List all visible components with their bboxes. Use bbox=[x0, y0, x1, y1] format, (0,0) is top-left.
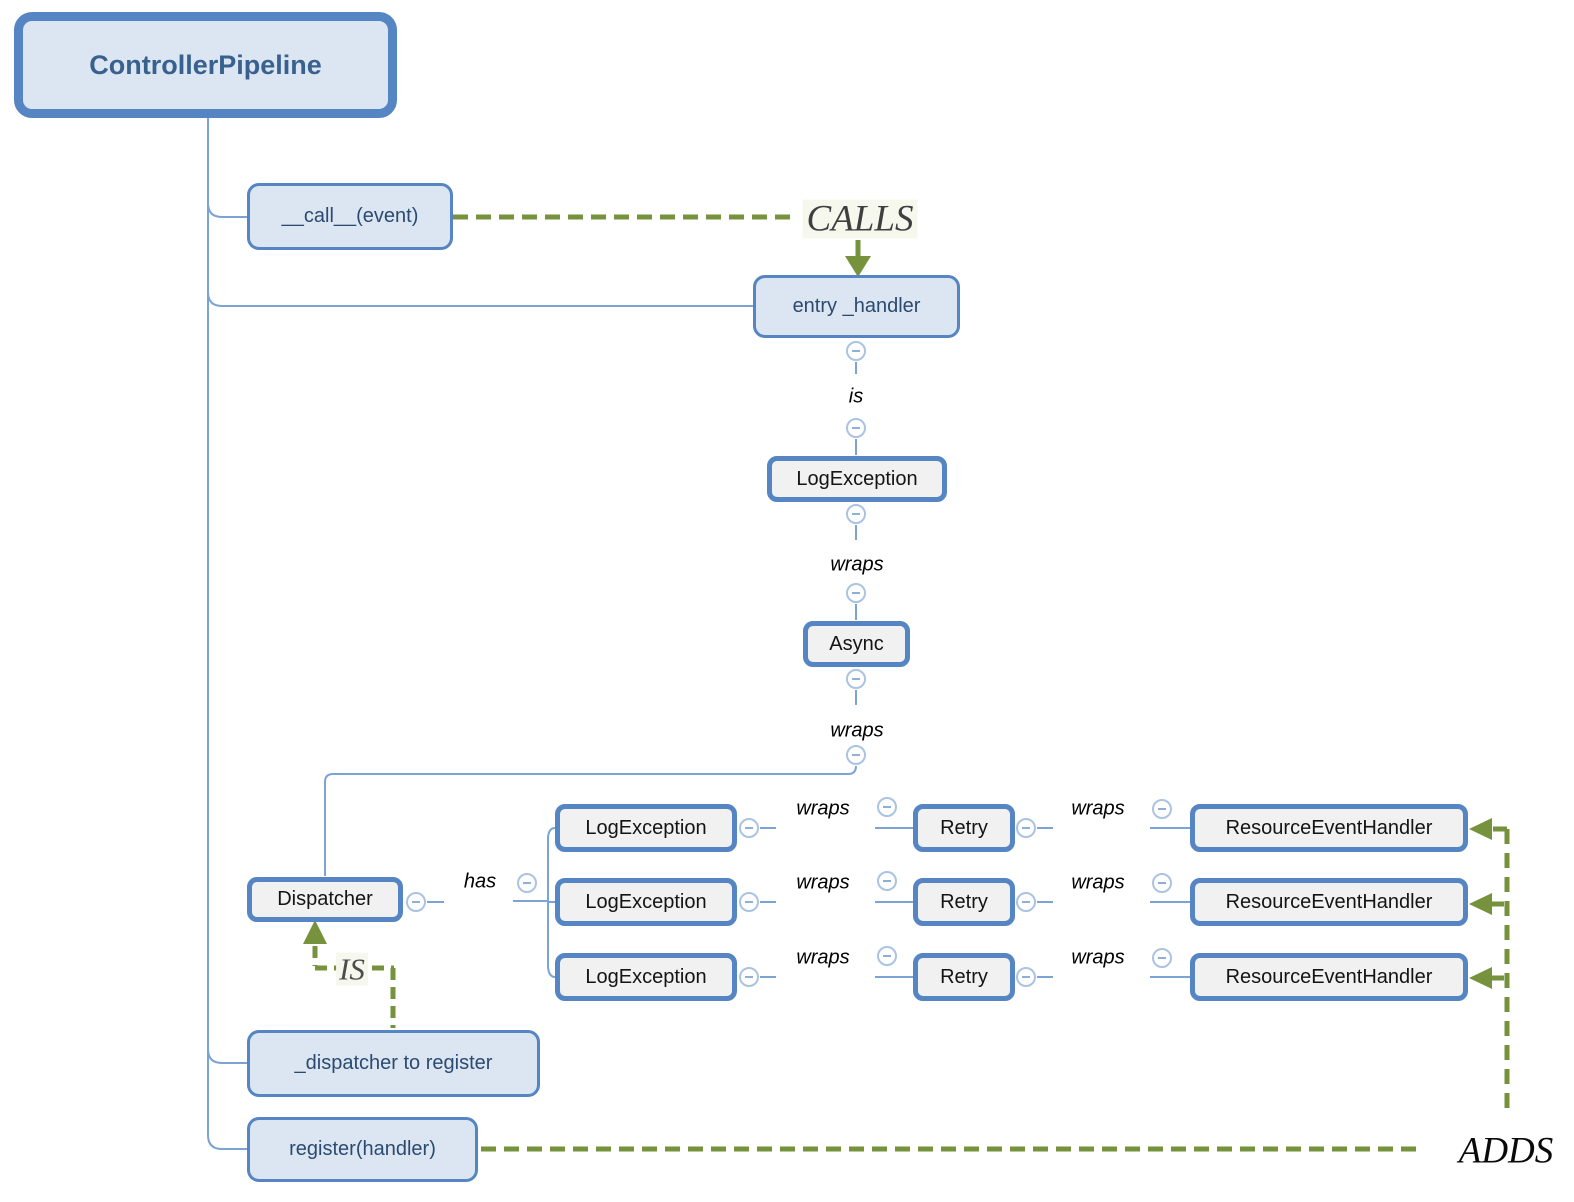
is-arrowhead bbox=[303, 920, 327, 944]
adds-arrowhead-2 bbox=[1469, 893, 1492, 915]
relationship-lines bbox=[312, 214, 1510, 1152]
collapse-toggle[interactable] bbox=[739, 818, 759, 838]
adds-arrowhead-1 bbox=[1469, 818, 1492, 840]
node-register-handler[interactable]: register(handler) bbox=[247, 1117, 478, 1182]
relationship-label-calls: CALLS bbox=[802, 199, 918, 239]
edge-label-wraps: wraps bbox=[1071, 797, 1125, 820]
collapse-toggle[interactable] bbox=[846, 504, 866, 524]
collapse-toggle[interactable] bbox=[1152, 799, 1172, 819]
node-call-event[interactable]: __call__(event) bbox=[247, 183, 453, 250]
tree-connectors bbox=[207, 118, 1190, 1150]
calls-arrowhead bbox=[845, 256, 871, 277]
collapse-toggle[interactable] bbox=[1016, 818, 1036, 838]
collapse-toggle[interactable] bbox=[846, 669, 866, 689]
relationship-label-adds: ADDS bbox=[1458, 1130, 1554, 1172]
collapse-toggle[interactable] bbox=[739, 967, 759, 987]
edge-label-has: has bbox=[463, 870, 497, 893]
edge-label-wraps: wraps bbox=[796, 797, 850, 820]
collapse-toggle[interactable] bbox=[1016, 892, 1036, 912]
node-log-exception-row[interactable]: LogException bbox=[555, 804, 737, 852]
edge-label-wraps: wraps bbox=[830, 553, 884, 576]
node-log-exception-entry[interactable]: LogException bbox=[767, 456, 947, 502]
node-resource-event-handler-row[interactable]: ResourceEventHandler bbox=[1190, 804, 1468, 852]
node-log-exception-row[interactable]: LogException bbox=[555, 878, 737, 926]
collapse-toggle[interactable] bbox=[846, 583, 866, 603]
edge-label-wraps: wraps bbox=[1071, 871, 1125, 894]
adds-arrowhead-3 bbox=[1469, 967, 1492, 989]
collapse-toggle[interactable] bbox=[406, 892, 426, 912]
node-retry-row[interactable]: Retry bbox=[913, 878, 1015, 926]
collapse-toggle[interactable] bbox=[846, 745, 866, 765]
relationship-arrowheads bbox=[303, 256, 1492, 989]
edge-label-wraps: wraps bbox=[830, 719, 884, 742]
node-log-exception-row[interactable]: LogException bbox=[555, 953, 737, 1001]
collapse-toggle[interactable] bbox=[877, 946, 897, 966]
branch-lines bbox=[207, 202, 753, 1150]
wraps-to-dispatcher-elbow bbox=[324, 765, 857, 876]
edge-label-wraps: wraps bbox=[796, 871, 850, 894]
edge-label-is: is bbox=[848, 385, 864, 408]
collapse-toggle[interactable] bbox=[846, 341, 866, 361]
dispatcher-has-stubs bbox=[427, 900, 548, 903]
node-retry-row[interactable]: Retry bbox=[913, 953, 1015, 1001]
collapse-toggle[interactable] bbox=[517, 873, 537, 893]
node-controller-pipeline[interactable]: ControllerPipeline bbox=[14, 12, 397, 118]
collapse-toggle[interactable] bbox=[846, 418, 866, 438]
node-async[interactable]: Async bbox=[803, 621, 910, 667]
collapse-toggle[interactable] bbox=[739, 892, 759, 912]
collapse-toggle[interactable] bbox=[1016, 967, 1036, 987]
node-dispatcher[interactable]: Dispatcher bbox=[247, 877, 403, 922]
node-retry-row[interactable]: Retry bbox=[913, 804, 1015, 852]
collapse-toggle[interactable] bbox=[1152, 873, 1172, 893]
edge-label-wraps: wraps bbox=[796, 946, 850, 969]
node-resource-event-handler-row[interactable]: ResourceEventHandler bbox=[1190, 953, 1468, 1001]
node-entry-handler[interactable]: entry _handler bbox=[753, 275, 960, 338]
node-dispatcher-to-register[interactable]: _dispatcher to register bbox=[247, 1030, 540, 1097]
adds-vertical-dashed-line bbox=[1489, 826, 1510, 1110]
relationship-label-is: IS bbox=[336, 952, 368, 986]
has-branch bbox=[547, 827, 556, 978]
edge-label-wraps: wraps bbox=[1071, 946, 1125, 969]
collapse-toggle[interactable] bbox=[1152, 948, 1172, 968]
node-resource-event-handler-row[interactable]: ResourceEventHandler bbox=[1190, 878, 1468, 926]
collapse-toggle[interactable] bbox=[877, 797, 897, 817]
collapse-toggle[interactable] bbox=[877, 871, 897, 891]
